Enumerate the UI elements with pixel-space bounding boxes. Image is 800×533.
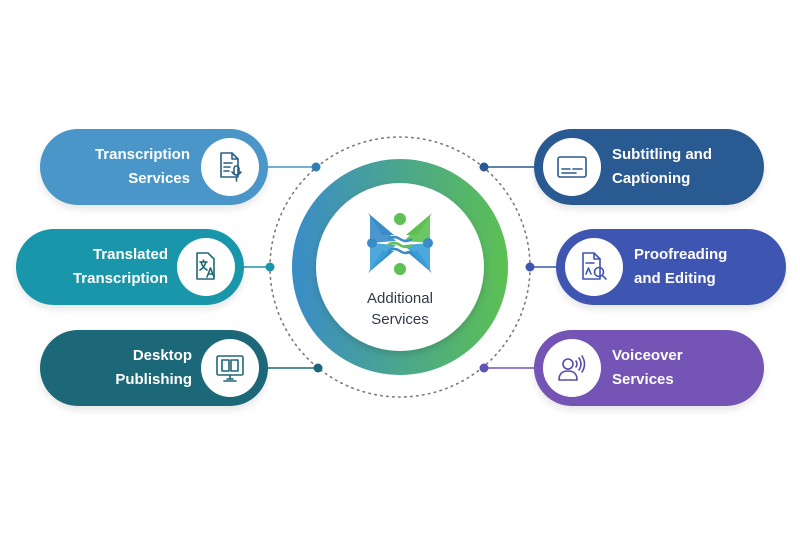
service-label-translated: Translated Transcription: [73, 243, 168, 291]
speaking-person-icon: [558, 355, 586, 381]
balanced-figures-logo-icon: [367, 213, 433, 275]
service-label-line1: Proofreading: [634, 246, 728, 263]
service-label-line2: Services: [612, 371, 674, 388]
service-label-desktop: Desktop Publishing: [115, 344, 192, 392]
service-label-line1: Translated: [92, 246, 168, 263]
service-label-line1: Transcription: [94, 146, 190, 163]
service-card-voiceover[interactable]: Voiceover Services: [534, 330, 764, 406]
service-label-subtitling: Subtitling and Captioning: [612, 143, 712, 191]
service-icon-circle: [565, 238, 623, 296]
service-card-proofreading[interactable]: Proofreading and Editing: [556, 229, 786, 305]
dot-subtitling: [479, 162, 489, 172]
service-icon-circle: [177, 238, 235, 296]
service-icon-circle: [201, 138, 259, 196]
dot-desktop: [313, 363, 323, 373]
service-icon-circle: [201, 339, 259, 397]
service-card-translated[interactable]: Translated Transcription: [16, 229, 244, 305]
dot-translated: [265, 262, 275, 272]
service-label-line1: Voiceover: [612, 347, 683, 364]
service-label-line1: Subtitling and: [612, 146, 712, 163]
document-search-icon: [582, 252, 607, 280]
service-label-voiceover: Voiceover Services: [612, 344, 683, 392]
caption-icon: [557, 156, 587, 178]
service-card-subtitling[interactable]: Subtitling and Captioning: [534, 129, 764, 205]
book-monitor-icon: [216, 355, 244, 382]
document-microphone-icon: [220, 152, 242, 182]
service-icon-circle: [543, 339, 601, 397]
translate-icon: [196, 252, 215, 280]
center-title: Additional Services: [330, 288, 470, 330]
service-label-line2: Transcription: [72, 270, 168, 287]
service-icon-circle: [543, 138, 601, 196]
connector-dots: [265, 162, 535, 373]
connectors: [240, 166, 560, 369]
service-label-proofreading: Proofreading and Editing: [634, 243, 727, 291]
service-card-desktop[interactable]: Desktop Publishing: [40, 330, 268, 406]
service-card-transcription[interactable]: Transcription Services: [40, 129, 268, 205]
service-label-line2: Services: [128, 170, 190, 187]
service-label-line1: Desktop: [132, 347, 192, 364]
dot-voiceover: [479, 363, 489, 373]
dot-proofreading: [525, 262, 535, 272]
center-title-line2: Services: [371, 311, 429, 328]
center-title-line1: Additional: [367, 290, 433, 307]
service-label-line2: Captioning: [612, 170, 691, 187]
dot-transcription: [311, 162, 321, 172]
service-label-line2: and Editing: [634, 270, 716, 287]
service-label-transcription: Transcription Services: [95, 143, 190, 191]
service-label-line2: Publishing: [115, 371, 192, 388]
